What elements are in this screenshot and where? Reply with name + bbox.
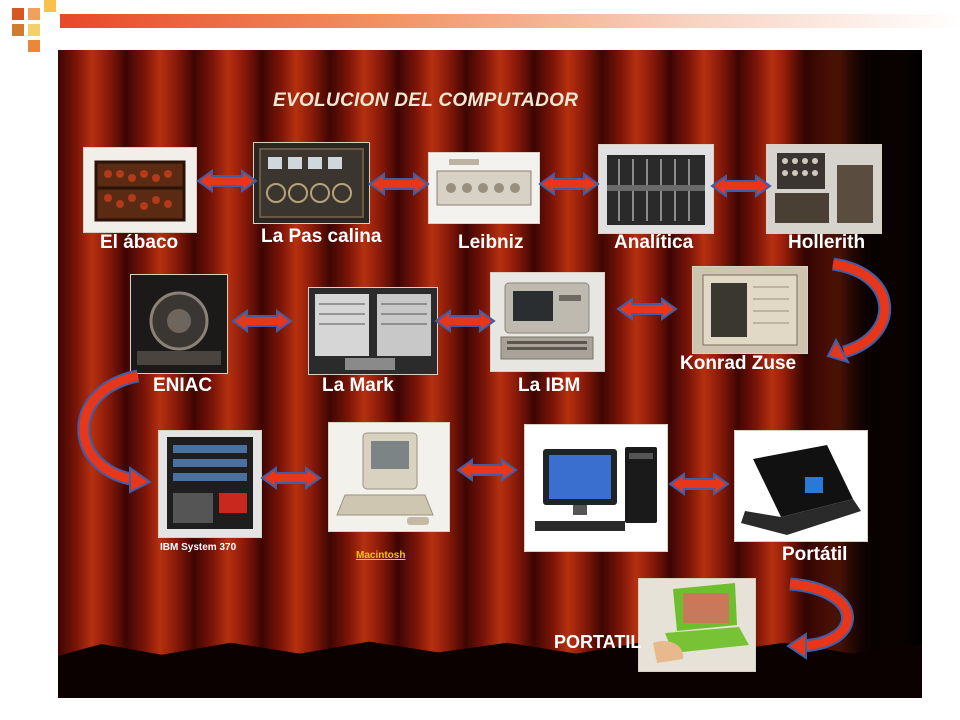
mark-computer-icon xyxy=(308,287,438,375)
decor-square xyxy=(28,24,40,36)
label-hollerith: Hollerith xyxy=(788,232,866,253)
label-analitica: Analítica xyxy=(614,232,694,253)
macintosh-icon xyxy=(328,422,450,532)
eniac-icon xyxy=(130,274,228,374)
abacus-icon xyxy=(83,147,197,233)
decor-square xyxy=(28,8,40,20)
analytical-engine-icon xyxy=(598,144,714,234)
label-konrad-zuse: Konrad Zuse xyxy=(680,353,797,374)
decor-square xyxy=(12,8,24,20)
label-abaco: El ábaco xyxy=(100,232,179,253)
page-title: EVOLUCION DEL COMPUTADOR xyxy=(273,90,579,111)
pascaline-icon xyxy=(253,142,370,224)
slide-header-decoration xyxy=(0,0,960,60)
link-macintosh[interactable]: Macintosh xyxy=(356,550,406,561)
decor-square xyxy=(44,0,56,12)
label-eniac: ENIAC xyxy=(153,375,213,396)
curved-arrow-right-down xyxy=(826,257,892,364)
header-gradient-bar xyxy=(60,14,960,28)
mini-laptop-icon xyxy=(638,578,756,672)
arrow-double xyxy=(711,175,771,197)
arrow-double xyxy=(261,467,321,489)
label-leibniz: Leibniz xyxy=(458,232,524,253)
arrow-double xyxy=(539,173,599,195)
leibniz-calculator-icon xyxy=(428,152,540,224)
label-ibm: La IBM xyxy=(518,375,581,396)
arrow-double xyxy=(435,310,495,332)
slide-canvas: EVOLUCION DEL COMPUTADOR El ábaco La Pas… xyxy=(58,50,922,698)
arrow-double xyxy=(232,310,292,332)
stage-floor xyxy=(58,641,922,698)
arrow-double xyxy=(669,473,729,495)
arrow-double xyxy=(197,170,257,192)
desktop-pc-icon xyxy=(524,424,668,552)
laptop-icon xyxy=(734,430,868,542)
label-pascalina: La Pas calina xyxy=(261,226,382,247)
arrow-double xyxy=(457,459,517,481)
label-portatil: Portátil xyxy=(782,544,848,565)
decor-square xyxy=(12,24,24,36)
curved-arrow-left-down xyxy=(77,369,152,494)
ibm-pc-icon xyxy=(490,272,605,372)
arrow-double xyxy=(617,298,677,320)
label-portatil-caps: PORTATIL xyxy=(554,632,642,652)
mainframe-icon xyxy=(158,430,262,538)
label-ibm-system-370: IBM System 370 xyxy=(160,542,237,553)
decor-square xyxy=(28,40,40,52)
label-mark: La Mark xyxy=(322,375,394,396)
arrow-double xyxy=(369,173,429,195)
zuse-machine-icon xyxy=(692,266,808,354)
tabulating-machine-icon xyxy=(766,144,882,234)
